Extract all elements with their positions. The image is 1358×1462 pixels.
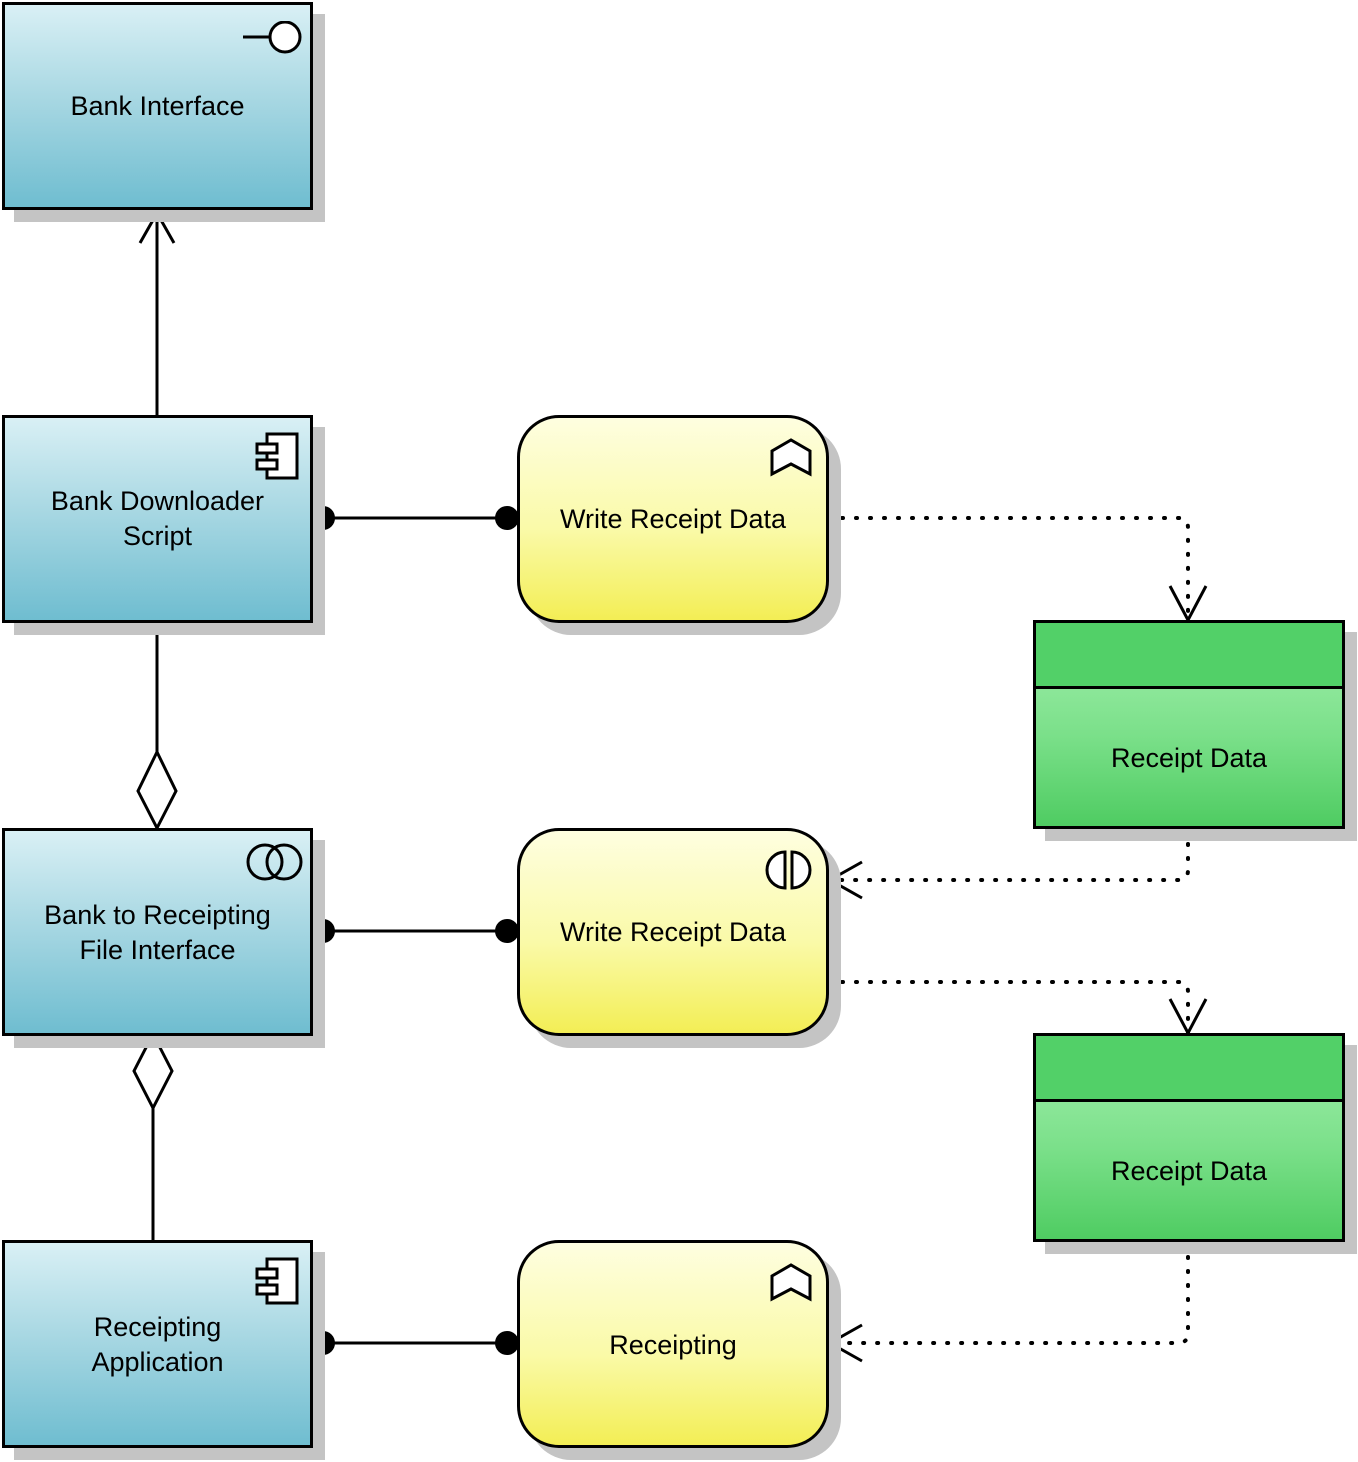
function-icon — [770, 1263, 812, 1302]
node-receipt-data-2[interactable]: Receipt Data — [1033, 1033, 1345, 1242]
node-bank-downloader-script[interactable]: Bank Downloader Script — [2, 415, 313, 623]
node-write-receipt-data-interaction[interactable]: Write Receipt Data — [517, 828, 829, 1036]
component-icon — [255, 432, 299, 480]
assignment-relation-downloader-to-function[interactable] — [311, 506, 519, 530]
node-label: Receipt Data — [1110, 1156, 1268, 1186]
interaction-icon — [765, 850, 812, 890]
interface-icon — [243, 21, 302, 54]
node-label: Bank Downloader Script — [50, 486, 265, 551]
node-label: Receipting Application — [91, 1312, 224, 1377]
node-label: Bank to Receipting File Interface — [44, 900, 271, 965]
node-bank-interface[interactable]: Bank Interface — [2, 2, 313, 210]
collaboration-icon — [246, 843, 303, 881]
node-label: Write Receipt Data — [559, 917, 787, 947]
node-receipting-application[interactable]: Receipting Application — [2, 1240, 313, 1448]
access-relation-receipt-data-1-to-interaction[interactable] — [826, 828, 1190, 900]
component-icon — [255, 1257, 299, 1305]
node-write-receipt-data-function[interactable]: Write Receipt Data — [517, 415, 829, 623]
assignment-relation-collab-to-interaction[interactable] — [311, 919, 519, 943]
node-label: Write Receipt Data — [559, 504, 787, 534]
aggregation-relation-collab-to-receipting-app[interactable] — [132, 1030, 174, 1241]
node-label: Receipting — [609, 1330, 737, 1360]
access-relation-interaction-to-receipt-data-2[interactable] — [826, 980, 1208, 1037]
access-relation-write-to-receipt-data-1[interactable] — [826, 516, 1208, 624]
data-object-header — [1036, 1036, 1342, 1102]
node-bank-to-receipting-file-interface[interactable]: Bank to Receipting File Interface — [2, 828, 313, 1036]
access-relation-receipt-data-2-to-receipting[interactable] — [826, 1241, 1190, 1363]
assignment-relation-receipting-app-to-function[interactable] — [311, 1331, 519, 1355]
node-label: Receipt Data — [1110, 743, 1268, 773]
data-object-header — [1036, 623, 1342, 689]
serving-relation-downloader-to-interface[interactable] — [138, 209, 176, 415]
node-receipt-data-1[interactable]: Receipt Data — [1033, 620, 1345, 829]
aggregation-relation-collab-to-downloader[interactable] — [136, 622, 178, 832]
function-icon — [770, 438, 812, 477]
node-label: Bank Interface — [70, 91, 245, 121]
node-receipting-function[interactable]: Receipting — [517, 1240, 829, 1448]
